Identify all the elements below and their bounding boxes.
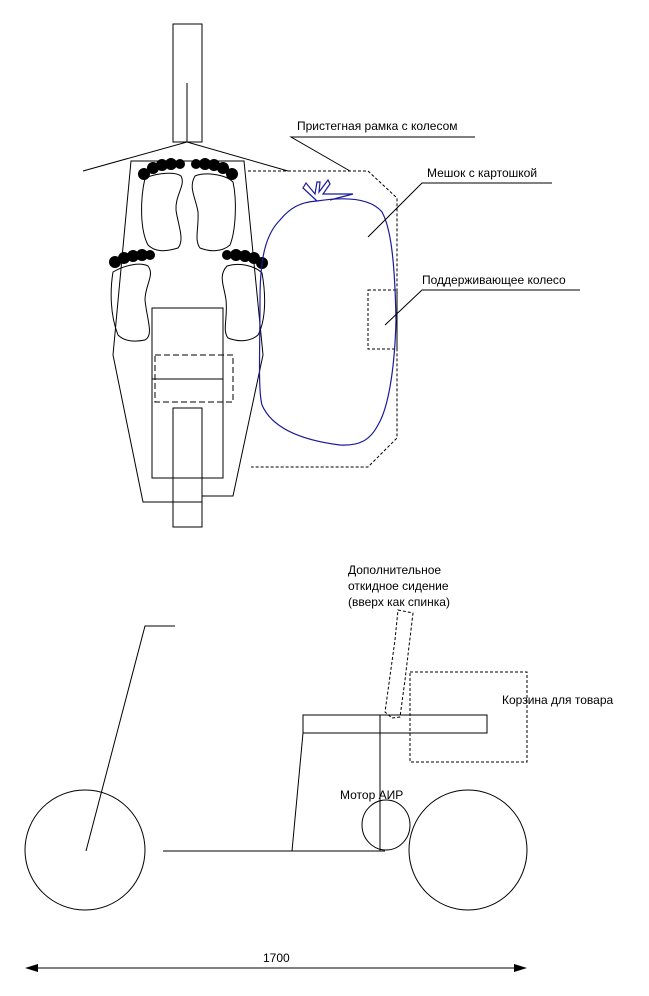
dimension-value: 1700: [263, 951, 290, 965]
potato-bag: [258, 198, 397, 446]
label-extra-seat-1: Дополнительное: [348, 563, 441, 577]
handlebar: [82, 141, 289, 172]
label-potato-bag: Мешок с картошкой: [427, 166, 537, 180]
seat-post: [291, 732, 304, 852]
folding-seat-backrest: [384, 609, 414, 719]
deck-outline: [112, 160, 264, 503]
foot-grip-top-right: [191, 158, 238, 180]
label-support-wheel: Поддерживающее колесо: [422, 273, 566, 287]
foot-grip-bottom-left: [109, 249, 155, 268]
side-view: Дополнительное откидное сидение (вверх к…: [24, 563, 614, 972]
support-wheel: [367, 289, 398, 350]
arrow-right-icon: [514, 964, 527, 972]
label-motor: Мотор АИР: [340, 788, 403, 802]
motor-hidden-outline: [154, 354, 234, 403]
label-extra-seat-2: откидное сидение: [348, 579, 449, 593]
foot-outline-bottom-right: [221, 263, 266, 342]
rear-wheel-top: [172, 407, 203, 528]
foot-outline-top-left: [141, 172, 183, 252]
rear-wheel: [408, 789, 528, 911]
attachable-frame: [248, 170, 398, 468]
basket: [409, 671, 528, 763]
top-view: Пристегная рамка с колесом Мешок с карто…: [82, 23, 580, 528]
leader-potato-bag: [367, 182, 552, 238]
motor: [361, 799, 411, 851]
leader-attachable-frame: [289, 136, 475, 172]
foot-grip-top-left: [138, 158, 185, 180]
seat: [151, 307, 224, 479]
arrow-left-icon: [25, 964, 38, 972]
bag-tie-icon: [302, 178, 354, 202]
foot-outline-bottom-left: [110, 263, 151, 342]
leader-support-wheel: [384, 289, 580, 326]
seat-side: [302, 714, 488, 734]
foot-grip-bottom-right: [222, 249, 268, 269]
label-basket: Корзина для товара: [502, 693, 614, 707]
label-extra-seat-3: (вверх как спинка): [348, 595, 450, 609]
steering-column: [85, 625, 175, 852]
label-attachable-frame: Пристегная рамка с колесом: [297, 119, 458, 133]
front-wheel: [24, 789, 146, 911]
foot-outline-top-right: [191, 173, 236, 252]
